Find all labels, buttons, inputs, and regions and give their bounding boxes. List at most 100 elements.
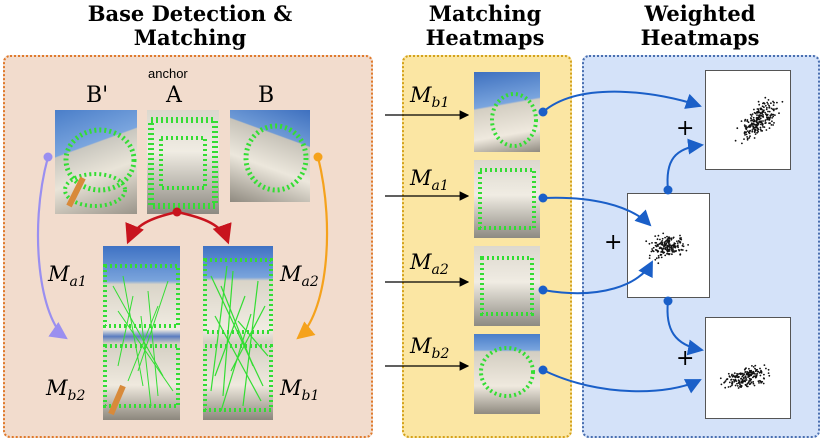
scatter-point <box>757 116 760 119</box>
scatter-point <box>772 104 775 106</box>
title-base-detection: Base Detection & Matching <box>87 1 293 50</box>
scatter-point <box>740 120 743 122</box>
scatter-point <box>664 254 667 257</box>
scatter-point <box>659 238 661 241</box>
scatter-point <box>764 111 766 114</box>
scatter-point <box>743 138 745 140</box>
scatter-point <box>751 365 753 367</box>
matching-heatmap-ma1 <box>474 160 540 238</box>
matching-heatmap-ma2 <box>474 246 540 326</box>
scatter-point <box>756 108 759 110</box>
scatter-point <box>768 374 771 377</box>
scatter-point <box>753 111 756 114</box>
scatter-point <box>753 137 756 139</box>
scatter-point <box>739 383 741 386</box>
scatter-point <box>749 370 752 373</box>
scatter-point <box>756 129 759 132</box>
scatter-point <box>655 242 658 244</box>
scatter-point <box>745 128 748 131</box>
scatter-point <box>765 108 768 111</box>
scatter-point <box>668 244 671 247</box>
image-b <box>230 110 310 202</box>
scatter-point <box>749 382 752 385</box>
scatter-point <box>753 126 756 129</box>
scatter-point <box>658 243 661 245</box>
scatter-point <box>761 105 764 108</box>
scatter-point <box>760 114 763 117</box>
scatter-point <box>679 234 681 237</box>
scatter-point <box>659 242 662 245</box>
scatter-point <box>767 103 769 105</box>
scatter-point <box>750 119 752 122</box>
scatter-point <box>654 235 657 237</box>
scatter-point <box>729 385 732 388</box>
scatter-point <box>664 245 666 247</box>
scatter-point <box>764 96 767 99</box>
scatter-point <box>747 125 750 128</box>
label-b-prime: B' <box>86 83 109 108</box>
scatter-point <box>745 367 747 369</box>
scatter-point <box>765 129 768 131</box>
scatter-point <box>744 380 747 383</box>
scatter-point <box>759 111 761 114</box>
match-strip-a2-b1 <box>203 246 273 420</box>
scatter-middle <box>645 232 689 265</box>
scatter-point <box>651 249 654 252</box>
title-weighted-heatmaps: Weighted Heatmaps <box>640 1 760 50</box>
scatter-point <box>659 246 661 249</box>
scatter-point <box>677 240 680 242</box>
scatter-point <box>744 125 746 128</box>
image-a-anchor <box>147 110 219 214</box>
scatter-point <box>743 124 746 126</box>
scatter-point <box>774 114 776 116</box>
scatter-point <box>672 247 674 249</box>
scatter-point <box>666 249 668 251</box>
title-matching-heatmaps: Matching Heatmaps <box>425 1 545 50</box>
plus-operator-bottom: + <box>676 346 695 371</box>
scatter-point <box>766 116 769 119</box>
scatter-point <box>754 375 757 378</box>
scatter-point <box>671 250 674 252</box>
scatter-point <box>768 119 771 121</box>
scatter-point <box>772 124 774 126</box>
scatter-point <box>773 122 775 124</box>
label-m-b2-left: Mb2 <box>46 376 86 404</box>
keypoints-mb2 <box>479 346 535 398</box>
scatter-point <box>744 371 747 373</box>
scatter-point <box>669 246 671 249</box>
scatter-point <box>675 249 677 252</box>
scatter-point <box>778 112 780 115</box>
scatter-point <box>654 249 657 251</box>
scatter-point <box>674 242 676 245</box>
scatter-point <box>761 108 763 111</box>
scatter-point <box>726 378 728 381</box>
scatter-point <box>740 380 743 383</box>
scatter-point <box>656 238 659 241</box>
scatter-point <box>654 258 657 261</box>
scatter-point <box>673 250 675 253</box>
scatter-point <box>663 251 666 254</box>
scatter-point <box>648 242 651 245</box>
scatter-point <box>744 120 746 122</box>
scatter-point <box>734 384 737 387</box>
scatter-point <box>752 116 755 119</box>
scatter-point <box>766 118 769 121</box>
scatter-point <box>763 106 765 109</box>
scatter-point <box>772 113 775 116</box>
scatter-point <box>760 129 762 132</box>
scatter-point <box>672 245 675 248</box>
scatter-point <box>751 129 754 131</box>
scatter-point <box>670 247 673 250</box>
scatter-point <box>651 242 653 244</box>
scatter-point <box>755 369 758 372</box>
scatter-point <box>734 139 737 142</box>
scatter-point <box>763 373 765 376</box>
scatter-point <box>759 126 762 129</box>
scatter-point <box>679 241 682 243</box>
scatter-point <box>748 373 751 375</box>
scatter-point <box>668 243 671 246</box>
label-m-b1-right: Mb1 <box>280 376 320 404</box>
scatter-point <box>677 246 679 249</box>
scatter-point <box>735 380 738 382</box>
scatter-point <box>770 124 773 126</box>
